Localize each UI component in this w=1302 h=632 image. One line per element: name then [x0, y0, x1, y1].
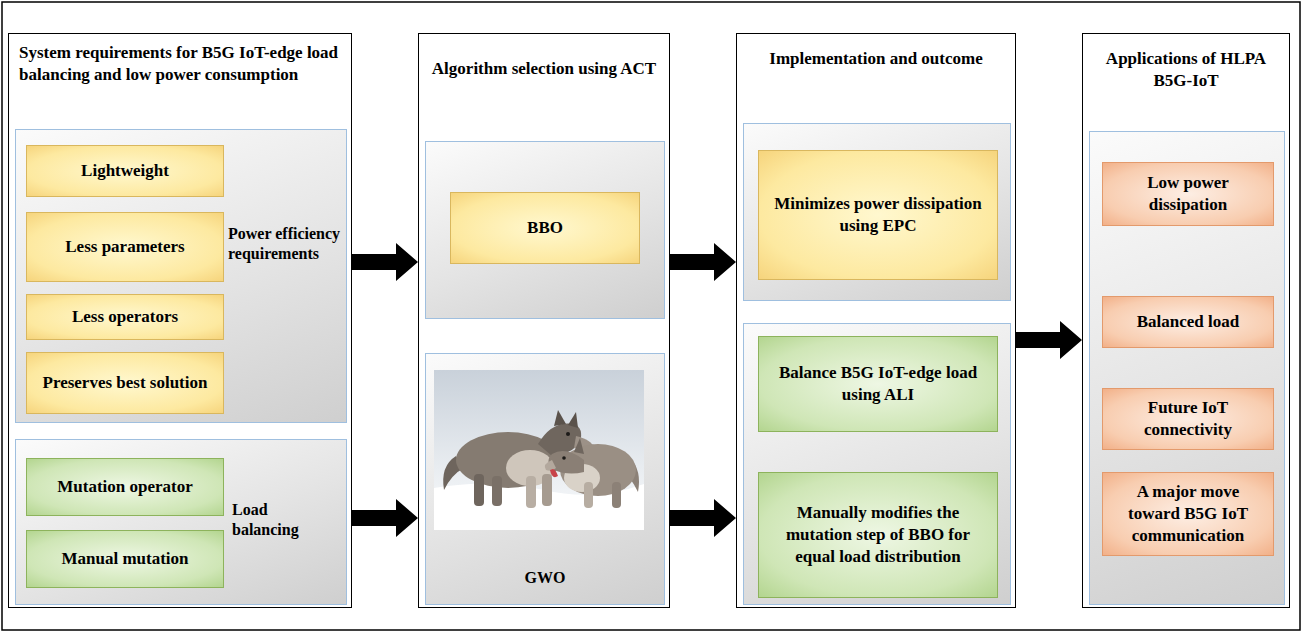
box-label: Future IoT connectivity — [1111, 397, 1265, 441]
column-heading: Implementation and outcome — [747, 48, 1005, 70]
wolf-right — [545, 438, 639, 508]
box-label: Preserves best solution — [43, 372, 208, 394]
box-label: Less operators — [72, 306, 178, 328]
stage-column: Algorithm selection using ACT BBO GWO — [418, 33, 670, 608]
wolf-photo — [434, 370, 644, 530]
box-label: Lightweight — [81, 160, 169, 182]
group-label: Load balancing — [232, 500, 336, 541]
box-label: Minimizes power dissipation using EPC — [767, 193, 989, 237]
stage-column: Applications of HLPA B5G-IoT Low power di… — [1082, 33, 1290, 608]
application-box: A major move toward B5G IoT communicatio… — [1102, 472, 1274, 556]
group-panel: Load balancing Mutation operatorManual mu… — [15, 439, 347, 605]
load-box: Manual mutation — [26, 530, 224, 588]
group-label: Power efficiency requirements — [228, 224, 342, 265]
group-panel: Minimizes power dissipation using EPC — [743, 123, 1011, 301]
load-box: Mutation operator — [26, 458, 224, 516]
box-label: Balanced load — [1137, 311, 1240, 333]
group-panel: Low power dissipationBalanced loadFuture… — [1089, 131, 1285, 605]
group-panel: GWO — [425, 353, 665, 605]
power-box: BBO — [450, 192, 640, 264]
box-label: BBO — [527, 217, 563, 239]
box-label: Manually modifies the mutation step of B… — [767, 502, 989, 567]
power-box: Less operators — [26, 294, 224, 340]
stage-column: Implementation and outcomeMinimizes powe… — [736, 33, 1016, 608]
power-box: Preserves best solution — [26, 352, 224, 414]
application-box: Balanced load — [1102, 296, 1274, 348]
group-label: GWO — [436, 568, 654, 588]
group-panel: Balance B5G IoT-edge load using ALI Manua… — [743, 323, 1011, 605]
load-box: Manually modifies the mutation step of B… — [758, 472, 998, 598]
load-box: Balance B5G IoT-edge load using ALI — [758, 336, 998, 432]
box-label: Less parameters — [65, 236, 184, 258]
photo-background — [434, 370, 644, 530]
box-label: A major move toward B5G IoT communicatio… — [1111, 481, 1265, 546]
block-arrow — [670, 499, 736, 537]
application-box: Low power dissipation — [1102, 162, 1274, 226]
block-arrow — [352, 499, 418, 537]
stage-column: System requirements for B5G IoT-edge loa… — [8, 33, 352, 608]
application-box: Future IoT connectivity — [1102, 388, 1274, 450]
box-label: Balance B5G IoT-edge load using ALI — [767, 362, 989, 406]
column-heading: Algorithm selection using ACT — [429, 58, 659, 80]
column-heading: Applications of HLPA B5G-IoT — [1091, 48, 1281, 92]
block-arrow — [352, 243, 418, 281]
power-box: Less parameters — [26, 212, 224, 282]
power-box: Lightweight — [26, 145, 224, 197]
wolf-left — [443, 410, 595, 508]
column-heading: System requirements for B5G IoT-edge loa… — [19, 42, 341, 86]
power-box: Minimizes power dissipation using EPC — [758, 150, 998, 280]
box-label: Low power dissipation — [1111, 172, 1265, 216]
box-label: Mutation operator — [57, 476, 193, 498]
block-arrow — [1016, 321, 1082, 359]
group-panel: BBO — [425, 141, 665, 319]
block-arrow — [670, 243, 736, 281]
box-label: Manual mutation — [61, 548, 188, 570]
group-panel: Power efficiency requirements Lightweight… — [15, 129, 347, 423]
